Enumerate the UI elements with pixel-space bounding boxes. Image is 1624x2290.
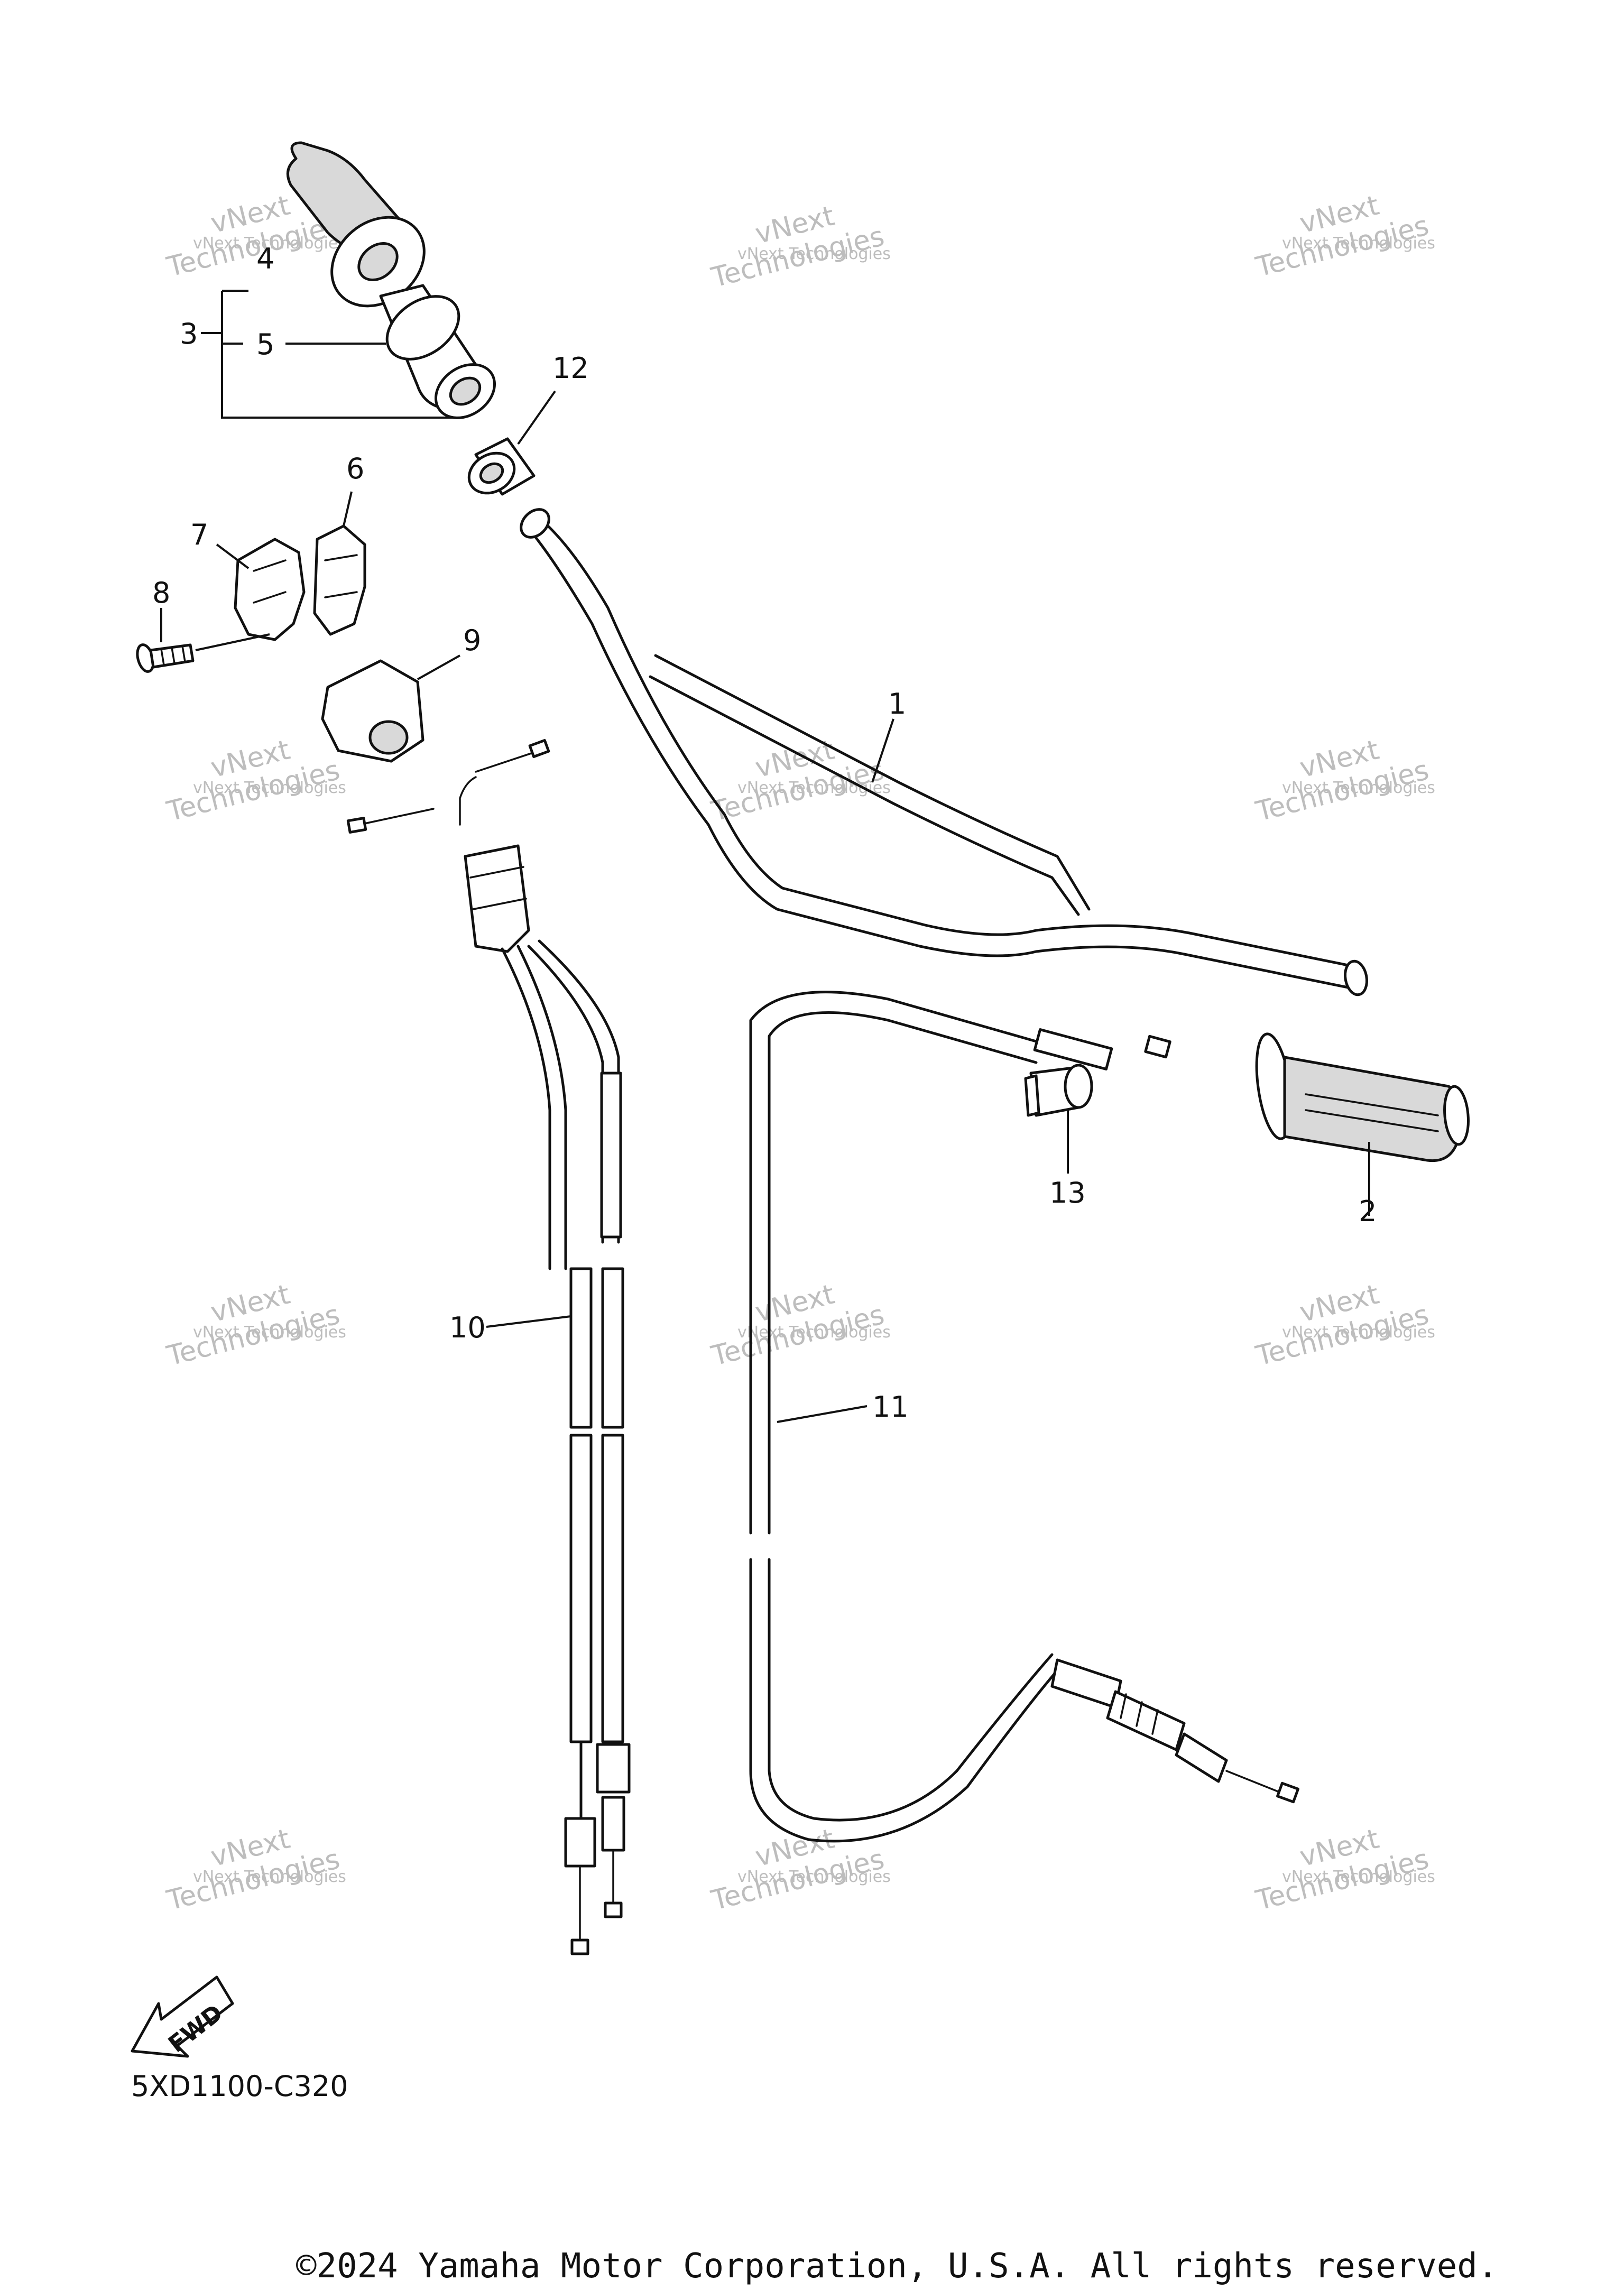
- collar-part-12: [467, 390, 556, 496]
- watermark-text: vNext Technologies: [1282, 1323, 1435, 1342]
- cable-adjuster: [601, 1796, 625, 1852]
- watermark-text: vNext Technologies: [737, 245, 891, 263]
- callout-1: 1: [888, 687, 906, 721]
- watermark-text: vNext Technologies: [1282, 779, 1435, 797]
- callout-3: 3: [180, 317, 198, 350]
- watermark-text: vNext Technologies: [1282, 1868, 1435, 1886]
- cable-adjuster: [564, 1817, 596, 1868]
- callout-1-leader: [871, 718, 894, 783]
- watermark: vNext Technologies vNext Technologies: [163, 1823, 346, 1917]
- clamp-part-9: [321, 654, 460, 763]
- watermark-text: vNext Technologies: [193, 1323, 346, 1342]
- diagram-code: 5XD1100-C320: [131, 2070, 348, 2103]
- clutch-cable-part-11: [749, 991, 1299, 1843]
- callouts: 1 2 3 4 5 6 7 8 9 10 11 12 13: [152, 242, 1377, 1424]
- callout-10-leader: [486, 1315, 571, 1328]
- switch-housing-part-6: [313, 491, 366, 636]
- left-grip-end: [1443, 1085, 1470, 1146]
- watermark-group: vNext Technologies vNext Technologies vN…: [163, 190, 1435, 1917]
- cable-sleeve: [569, 1434, 593, 1743]
- watermark: vNext Technologies vNext Technologies: [1252, 734, 1435, 828]
- adjuster-part-13: [1024, 1064, 1093, 1174]
- cable-end: [604, 1901, 623, 1918]
- callout-4: 4: [256, 242, 274, 275]
- watermark: vNext Technologies vNext Technologies: [708, 1279, 891, 1373]
- callout-11: 11: [872, 1390, 909, 1424]
- watermark: vNext Technologies vNext Technologies: [163, 734, 346, 828]
- handlebar-part-1: [520, 508, 1368, 996]
- left-grip-body: [1283, 1056, 1464, 1162]
- throttle-tube-bore: [449, 376, 482, 406]
- callout-5: 5: [256, 328, 274, 361]
- watermark-text: vNext Technologies: [1282, 234, 1435, 253]
- handlebar-left-end: [520, 508, 550, 539]
- clutch-cable-nipple: [1144, 1035, 1171, 1059]
- handlebar-lower-edge: [527, 527, 1355, 990]
- screw-part-8: [136, 608, 270, 673]
- watermark: vNext Technologies vNext Technologies: [1252, 1279, 1435, 1373]
- cable-sleeve: [600, 1072, 622, 1239]
- left-grip-part-2: [1255, 1032, 1470, 1216]
- watermark-text: vNext Technologies: [193, 1868, 346, 1886]
- callout-6-leader: [343, 491, 353, 527]
- callout-11-leader: [777, 1405, 868, 1423]
- watermark: vNext Technologies vNext Technologies: [163, 1279, 346, 1373]
- watermark: vNext Technologies vNext Technologies: [708, 200, 891, 294]
- clutch-cable-end: [1276, 1781, 1299, 1804]
- callout-12-leader: [517, 390, 556, 445]
- throttle-grip-hole: [357, 242, 399, 281]
- callout-10: 10: [449, 1311, 486, 1344]
- copyright-footer: ©2024 Yamaha Motor Corporation, U.S.A. A…: [296, 2247, 1498, 2286]
- handlebar-upper-edge: [538, 516, 1360, 969]
- watermark: vNext Technologies vNext Technologies: [1252, 190, 1435, 284]
- watermark-text: vNext Technologies: [737, 1323, 891, 1342]
- callout-9: 9: [463, 624, 481, 657]
- cable-sleeve: [569, 1267, 593, 1429]
- throttle-cables-part-10: [346, 739, 631, 1955]
- cable-adjuster: [596, 1743, 631, 1794]
- switch-housing-part-7: [216, 538, 306, 641]
- cable-sleeve: [601, 1434, 624, 1743]
- callout-12: 12: [552, 352, 589, 385]
- callout-2: 2: [1359, 1195, 1377, 1228]
- watermark: vNext Technologies vNext Technologies: [708, 1823, 891, 1917]
- callout-13: 13: [1049, 1176, 1086, 1209]
- callout-8-target: [195, 633, 270, 651]
- cable-sleeve: [601, 1267, 624, 1429]
- watermark: vNext Technologies vNext Technologies: [1252, 1823, 1435, 1917]
- callout-9-leader: [417, 654, 460, 680]
- watermark-text: vNext Technologies: [737, 1868, 891, 1886]
- clutch-cable-lever-end: [1033, 1028, 1113, 1070]
- watermark-text: vNext Technologies: [193, 779, 346, 797]
- fwd-arrow: FWD: [131, 1975, 234, 2058]
- cable-end: [570, 1938, 589, 1955]
- throttle-tube-flange: [385, 295, 460, 361]
- handlebar-right-end: [1344, 959, 1368, 996]
- callout-6: 6: [346, 452, 364, 485]
- callout-8: 8: [152, 576, 170, 610]
- watermark: vNext Technologies vNext Technologies: [708, 734, 891, 828]
- callout-7-leader: [216, 543, 250, 569]
- throttle-grip-assembly: [201, 141, 496, 419]
- callout-7: 7: [190, 518, 208, 551]
- watermark-text: vNext Technologies: [193, 234, 346, 253]
